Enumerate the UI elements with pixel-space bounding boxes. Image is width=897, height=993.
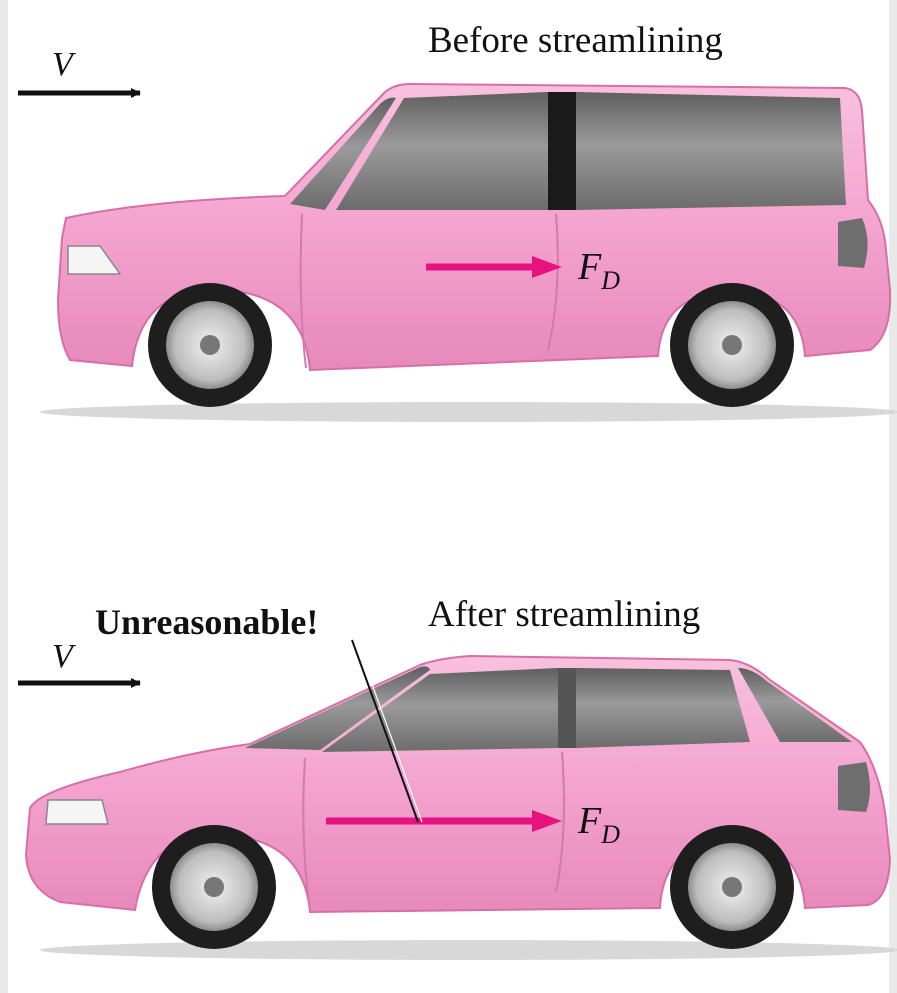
before-b-pillar bbox=[548, 92, 576, 210]
after-front-wheel bbox=[152, 825, 276, 949]
before-force-arrowhead bbox=[532, 256, 562, 278]
after-b-pillar bbox=[558, 668, 576, 748]
after-force-symbol: F bbox=[578, 800, 602, 842]
after-windshield bbox=[245, 666, 430, 750]
before-car bbox=[18, 82, 897, 422]
before-windshield bbox=[290, 97, 396, 210]
after-door-line bbox=[302, 751, 565, 911]
before-headlight bbox=[67, 245, 122, 275]
after-rear-quarter-glass bbox=[738, 668, 852, 742]
after-car bbox=[18, 639, 897, 960]
before-front-wheel bbox=[148, 283, 272, 407]
left-border bbox=[0, 0, 8, 993]
before-force-label: FD bbox=[578, 248, 620, 294]
before-tail-light bbox=[838, 218, 868, 268]
after-tail-light bbox=[838, 762, 870, 812]
after-title: After streamlining bbox=[428, 594, 701, 635]
before-front-window bbox=[336, 92, 548, 210]
before-velocity-label: V bbox=[52, 46, 73, 83]
callout-leader-line bbox=[351, 639, 419, 823]
unreasonable-callout: Unreasonable! bbox=[95, 602, 319, 642]
right-border bbox=[889, 0, 897, 993]
after-rear-window bbox=[576, 668, 750, 748]
after-rear-wheel bbox=[670, 825, 794, 949]
callout-leader-line-white bbox=[355, 639, 423, 823]
after-force-subscript: D bbox=[601, 820, 620, 849]
after-velocity-label: V bbox=[52, 638, 73, 675]
before-force-subscript: D bbox=[601, 266, 620, 295]
before-rear-wheel bbox=[670, 283, 794, 407]
after-force-arrowhead bbox=[532, 810, 562, 832]
after-force-label: FD bbox=[578, 802, 620, 848]
before-ground-shadow bbox=[40, 402, 897, 422]
before-door-line bbox=[299, 213, 559, 369]
before-force-symbol: F bbox=[578, 246, 602, 288]
after-headlight bbox=[45, 799, 109, 825]
before-rear-window bbox=[576, 92, 846, 210]
after-ground-shadow bbox=[40, 940, 897, 960]
after-front-window bbox=[322, 668, 558, 752]
before-title: Before streamlining bbox=[428, 20, 723, 61]
